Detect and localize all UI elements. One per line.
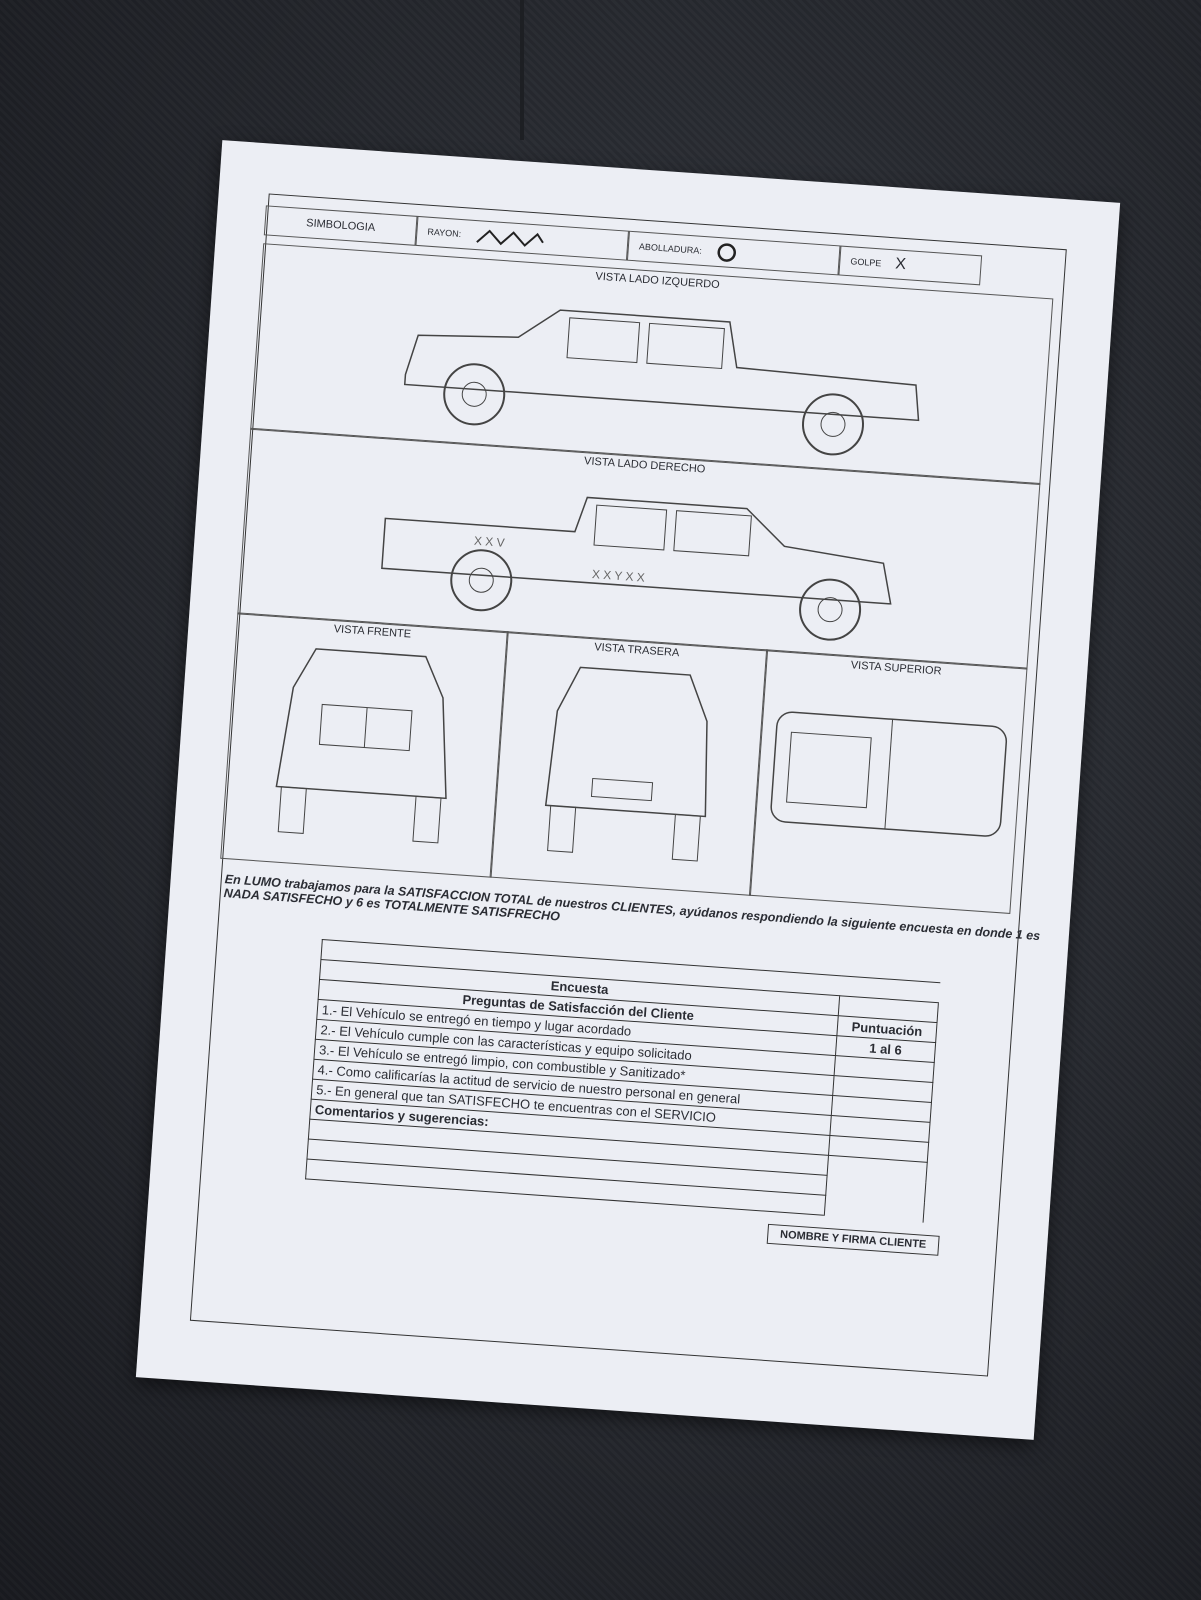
hit-label: GOLPE xyxy=(850,256,882,269)
left-side-view: VISTA LADO IZQUERDO xyxy=(250,243,1054,486)
seat-seam xyxy=(520,0,524,140)
svg-text:X X V: X X V xyxy=(474,534,506,550)
signature-box[interactable] xyxy=(824,1155,928,1223)
truck-right-drawing: X X V X X Y X X xyxy=(381,496,892,641)
dent-label: ABOLLADURA: xyxy=(638,241,703,256)
front-view: VISTA FRENTE xyxy=(220,612,509,878)
survey-table: Encuesta Preguntas de Satisfacción del C… xyxy=(305,939,940,1223)
truck-left-drawing xyxy=(403,309,920,456)
truck-front-drawing xyxy=(275,648,447,844)
scratch-label: RAYON: xyxy=(427,226,462,239)
scratch-symbol-icon xyxy=(476,229,544,247)
legend-row: SIMBOLOGIA RAYON: ABOLLADURA: GOLPE X xyxy=(263,205,1014,287)
hit-symbol: X xyxy=(894,255,907,274)
truck-rear-drawing xyxy=(544,666,708,862)
svg-text:X X Y X X: X X Y X X xyxy=(591,567,645,585)
top-view: VISTA SUPERIOR xyxy=(748,649,1028,914)
truck-top-drawing xyxy=(770,711,1008,837)
inspection-form: SIMBOLOGIA RAYON: ABOLLADURA: GOLPE X VI… xyxy=(135,140,1121,1440)
rear-view: VISTA TRASERA xyxy=(489,631,769,896)
dent-symbol-icon xyxy=(717,243,737,262)
